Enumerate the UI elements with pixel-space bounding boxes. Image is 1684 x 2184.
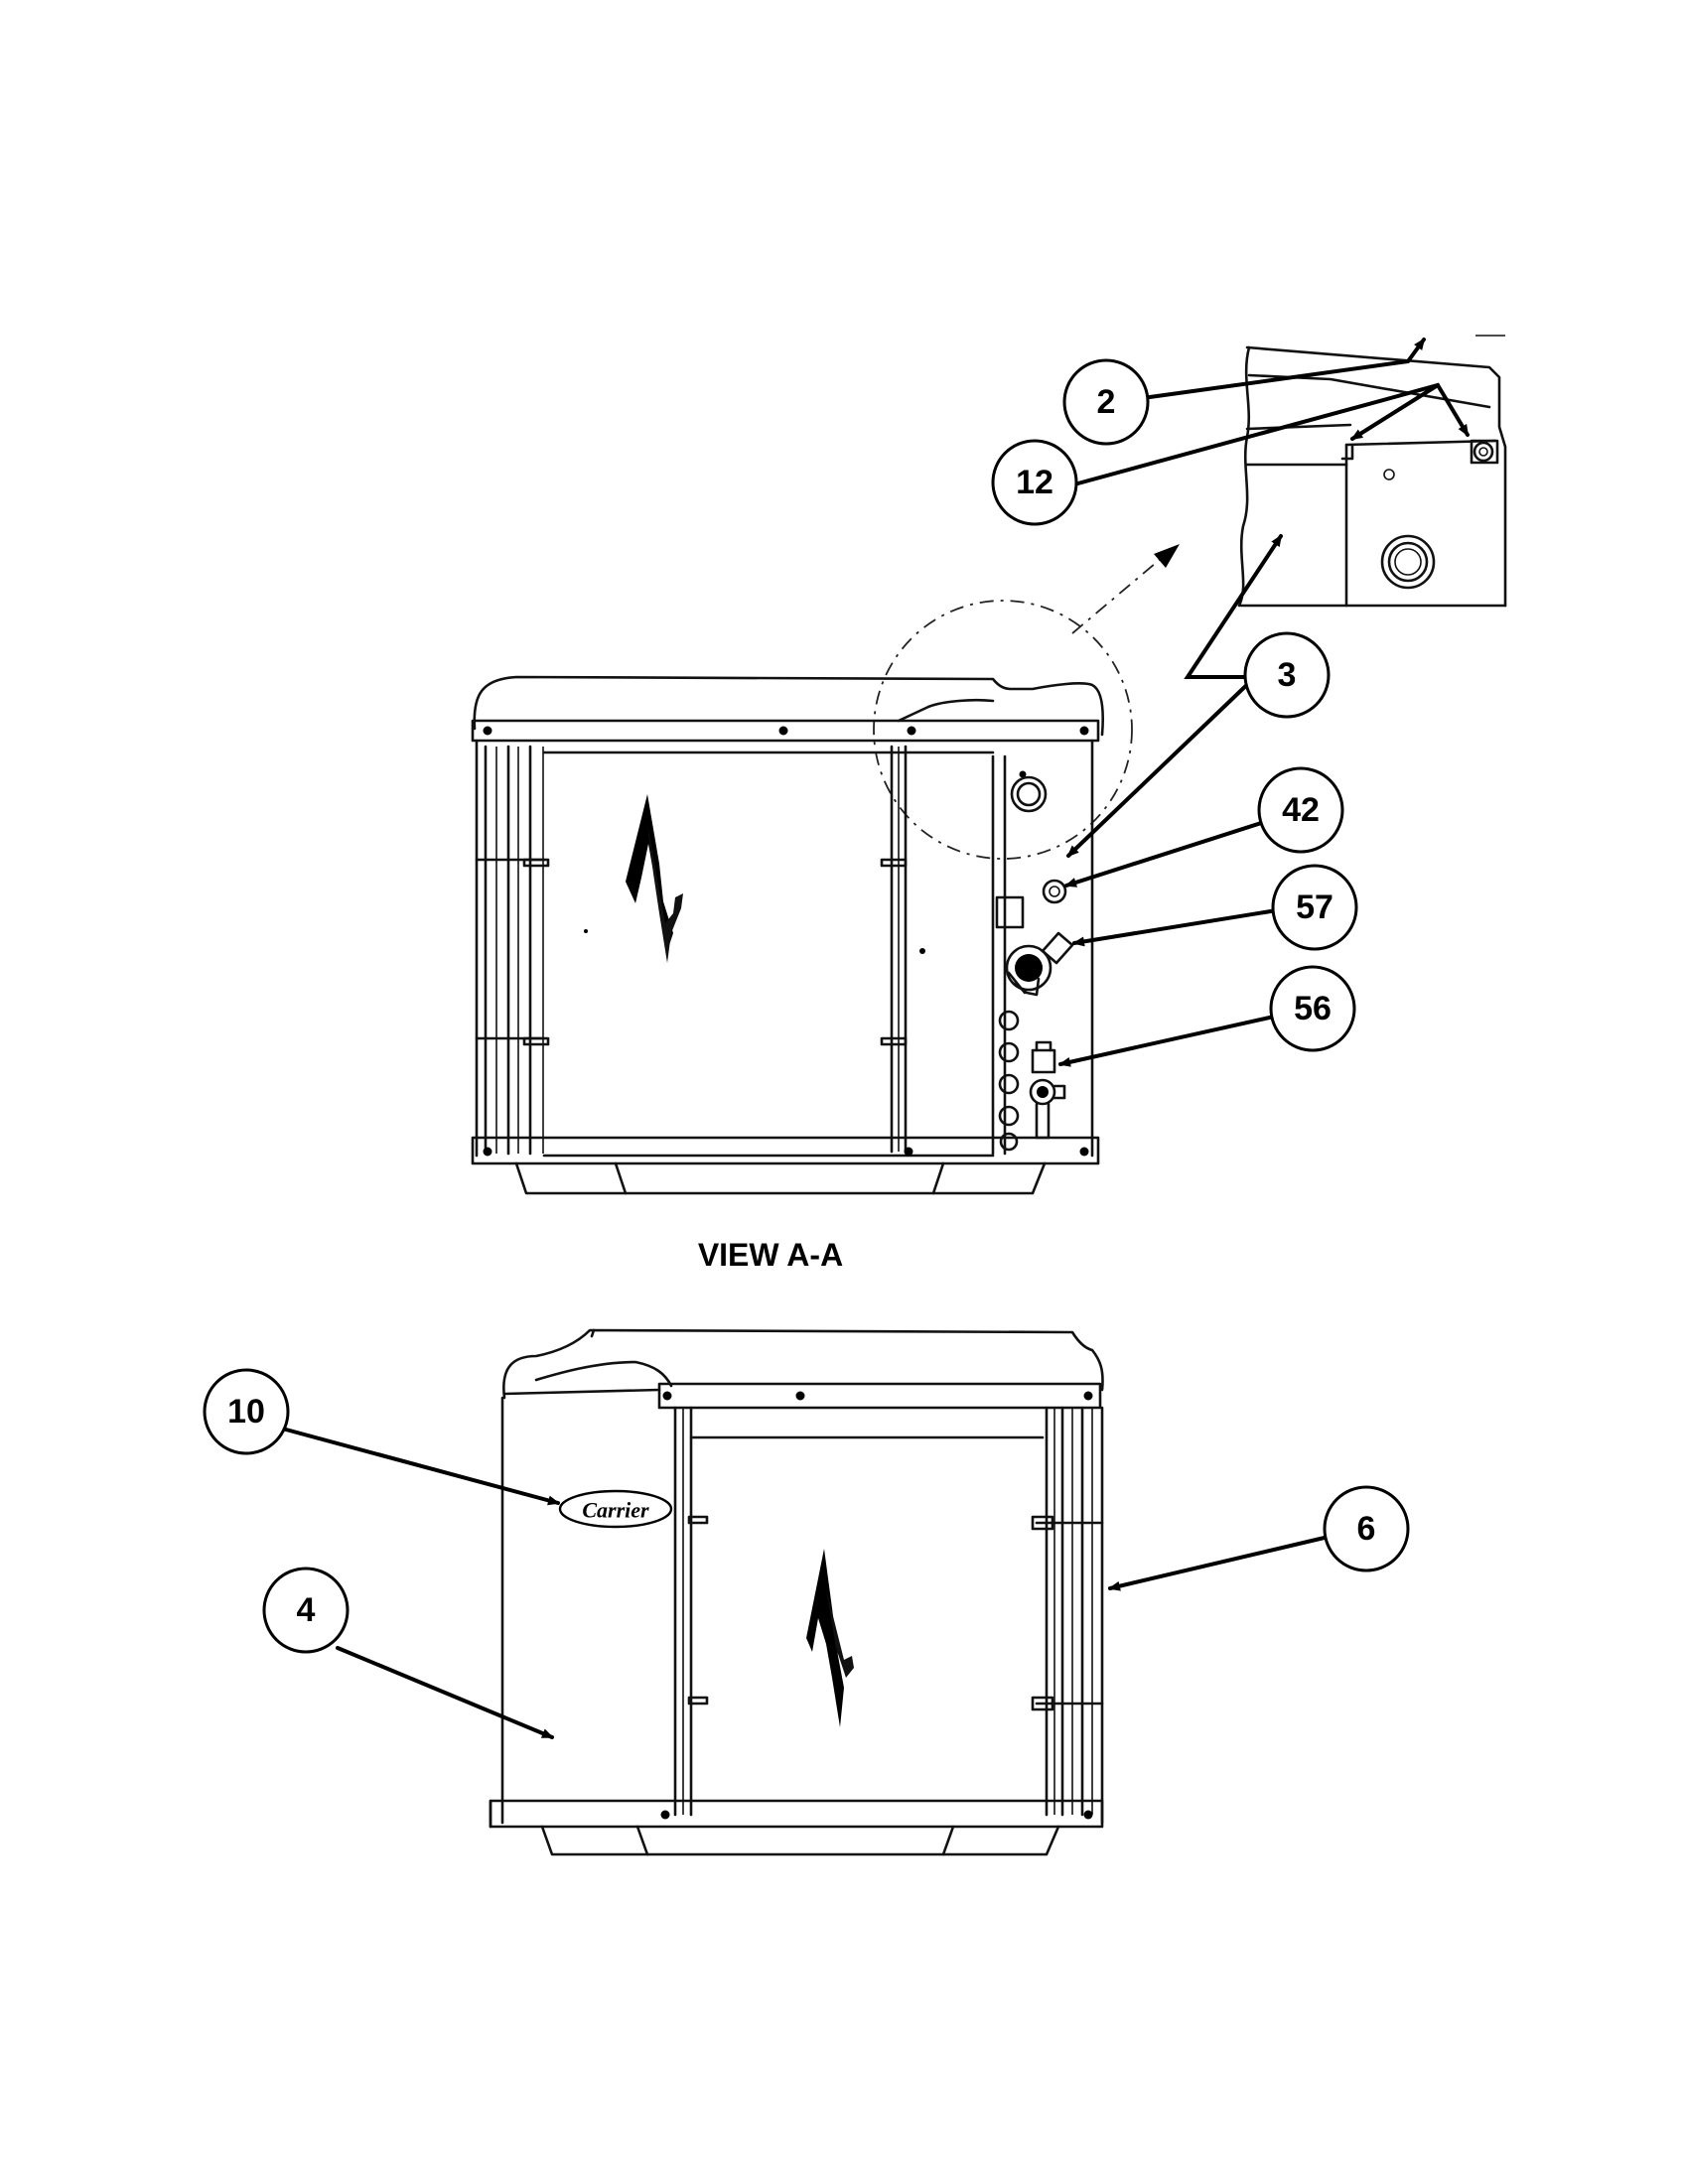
lightning-logo <box>806 1549 844 1727</box>
unit-view-a-a <box>471 675 1104 1195</box>
detail-reference-line <box>1071 557 1163 634</box>
detail-inset <box>1237 335 1507 608</box>
svg-text:4: 4 <box>297 1591 316 1629</box>
detail-screw <box>1470 439 1499 465</box>
brand-logo: Carrier <box>558 1489 673 1529</box>
callout-3: 3 <box>1243 631 1331 719</box>
svg-text:42: 42 <box>1282 791 1320 829</box>
detail-hole <box>1383 469 1395 480</box>
brand-logo-text: Carrier <box>582 1498 649 1523</box>
liquid-service-valve <box>1005 931 1074 997</box>
callout-6: 6 <box>1323 1485 1410 1572</box>
callout-10: 10 <box>203 1368 290 1455</box>
svg-text:2: 2 <box>1097 383 1116 421</box>
svg-text:57: 57 <box>1296 888 1333 926</box>
leader-lines <box>284 338 1470 1739</box>
callout-56: 56 <box>1269 965 1356 1052</box>
callout-12: 12 <box>991 439 1078 526</box>
callout-57: 57 <box>1271 864 1358 951</box>
callout-2: 2 <box>1062 358 1150 446</box>
service-port-top <box>1010 775 1048 813</box>
svg-text:56: 56 <box>1294 990 1332 1027</box>
svg-text:12: 12 <box>1016 464 1053 501</box>
vapor-service-valve <box>1029 1040 1066 1140</box>
callout-4: 4 <box>262 1567 350 1654</box>
view-title: VIEW A-A <box>698 1237 843 1273</box>
unit-front-view: Carrier <box>489 1328 1104 1856</box>
detail-reference-arrowhead <box>1154 544 1180 568</box>
detail-reference-circle <box>873 600 1133 860</box>
pressure-switch <box>1042 879 1067 904</box>
svg-text:3: 3 <box>1278 656 1297 694</box>
svg-text:6: 6 <box>1357 1510 1376 1548</box>
svg-text:10: 10 <box>227 1393 265 1431</box>
callout-42: 42 <box>1257 766 1344 854</box>
detail-port <box>1380 534 1436 590</box>
